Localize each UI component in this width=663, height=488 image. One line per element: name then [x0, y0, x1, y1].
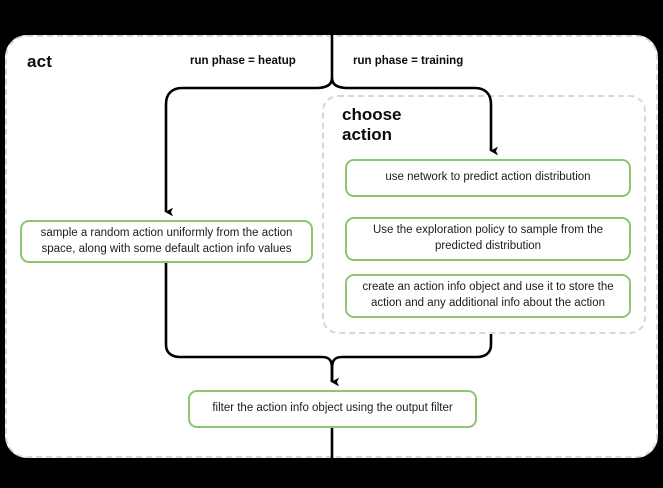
node-use-network-predict[interactable]: use network to predict action distributi…	[345, 159, 631, 197]
edge-label-training: run phase = training	[353, 55, 464, 67]
choose-action-group-title: choose action	[342, 105, 472, 145]
node-create-action-info[interactable]: create an action info object and use it …	[345, 274, 631, 318]
edge-label-heatup: run phase = heatup	[190, 55, 296, 67]
node-exploration-policy-sample[interactable]: Use the exploration policy to sample fro…	[345, 217, 631, 261]
group-title-line-1: choose	[342, 105, 402, 124]
group-title-line-2: action	[342, 125, 393, 145]
page-title: act	[27, 52, 53, 71]
node-sample-random-action[interactable]: sample a random action uniformly from th…	[20, 220, 313, 263]
node-filter-action-info[interactable]: filter the action info object using the …	[188, 390, 477, 428]
